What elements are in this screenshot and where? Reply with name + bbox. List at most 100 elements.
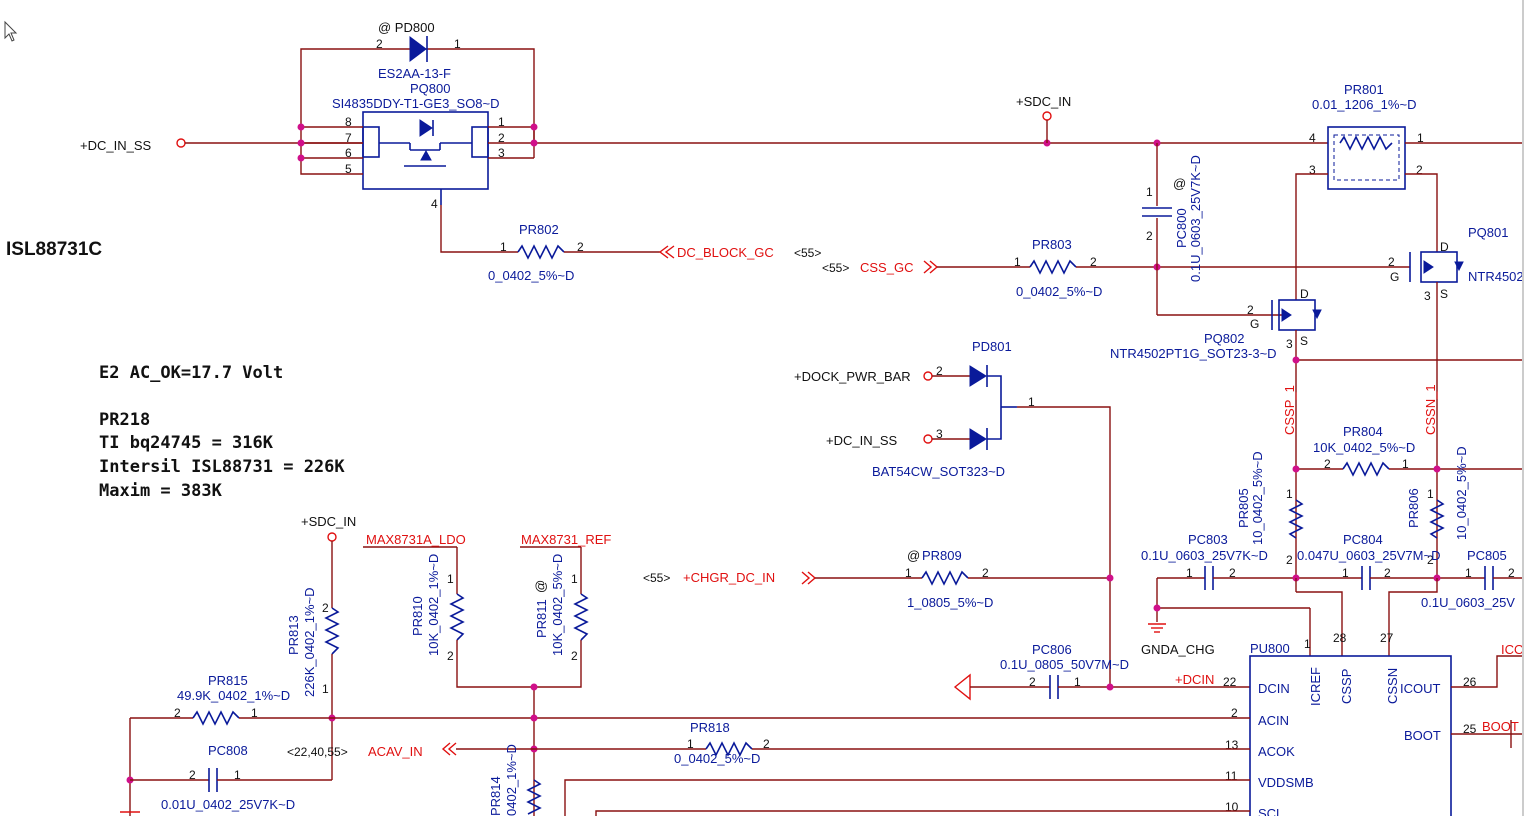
resistor-pr813-icon: [324, 607, 340, 655]
svg-text:2: 2: [1090, 255, 1097, 269]
svg-text:1: 1: [1186, 566, 1193, 580]
diode-pd801b-icon: [969, 428, 987, 450]
net-boot: BOOT: [1482, 719, 1519, 734]
svg-text:2: 2: [498, 131, 505, 145]
pq802-value: NTR4502PT1G_SOT23-3~D: [1110, 346, 1277, 361]
pd800-ref: @ PD800: [378, 20, 435, 35]
svg-text:3: 3: [498, 146, 505, 160]
pd801-ref: PD801: [972, 339, 1012, 354]
port-dc-in-ss2-icon: [923, 434, 933, 444]
ref-55-c: <55>: [643, 571, 670, 585]
pc808-value: 0.01U_0402_25V7K~D: [161, 797, 295, 812]
pr805-value: 10_0402_5%~D: [1250, 451, 1265, 545]
net-cssn: CSSN_1: [1423, 384, 1438, 435]
resistor-pr803-icon: [1029, 259, 1077, 275]
pc804-value: 0.047U_0603_25V7M~D: [1297, 548, 1440, 563]
svg-text:4: 4: [431, 197, 438, 211]
pr806-value: 10_0402_5%~D: [1454, 446, 1469, 540]
pin-cssp: CSSP: [1339, 669, 1354, 704]
pr814-ref: PR814: [488, 776, 503, 816]
svg-text:1: 1: [1342, 566, 1349, 580]
svg-text:2: 2: [1029, 675, 1036, 689]
pin-dcin: DCIN: [1258, 681, 1290, 696]
pr806-ref: PR806: [1406, 488, 1421, 528]
net-css-gc: CSS_GC: [860, 260, 913, 275]
pr811-ref: PR811: [534, 599, 549, 638]
svg-text:1: 1: [1304, 637, 1311, 651]
port-dock-pwr-icon: [923, 371, 933, 381]
net-gnda-chg: GNDA_CHG: [1141, 642, 1215, 657]
resistor-pr815-icon: [192, 710, 240, 726]
svg-text:2: 2: [1229, 566, 1236, 580]
note-intersil: Intersil ISL88731 = 226K: [99, 457, 345, 477]
diode-pd801a-icon: [969, 365, 987, 387]
svg-text:26: 26: [1463, 675, 1477, 689]
svg-text:2: 2: [189, 768, 196, 782]
svg-text:2: 2: [577, 240, 584, 254]
resistor-pr818-icon: [705, 741, 753, 757]
resistor-pr810-icon: [449, 593, 465, 641]
pc805-value: 0.1U_0603_25V: [1421, 595, 1515, 610]
pc803-ref: PC803: [1188, 532, 1228, 547]
svg-text:1: 1: [1014, 255, 1021, 269]
svg-text:7: 7: [345, 131, 352, 145]
svg-text:5: 5: [345, 162, 352, 176]
ic-pu800: [1249, 655, 1452, 816]
svg-text:1: 1: [251, 706, 258, 720]
net-dock-pwr-bar: +DOCK_PWR_BAR: [794, 369, 911, 384]
svg-text:1: 1: [447, 572, 454, 586]
pc806-value: 0.1U_0805_50V7M~D: [1000, 657, 1129, 672]
pin-vddsmb: VDDSMB: [1258, 775, 1314, 790]
pq800-value: SI4835DDY-T1-GE3_SO8~D: [332, 96, 500, 111]
svg-text:2: 2: [1508, 566, 1515, 580]
svg-text:2: 2: [1416, 163, 1423, 177]
svg-text:2: 2: [1247, 303, 1254, 317]
svg-text:27: 27: [1380, 631, 1394, 645]
svg-text:1: 1: [687, 737, 694, 751]
pr801-value: 0.01_1206_1%~D: [1312, 97, 1416, 112]
svg-text:1: 1: [1028, 395, 1035, 409]
svg-text:S: S: [1300, 334, 1308, 348]
pin-icref: ICREF: [1308, 667, 1323, 706]
offpage-dc-block-icon: [658, 245, 675, 259]
pr818-ref: PR818: [690, 720, 730, 735]
pd801-value: BAT54CW_SOT323~D: [872, 464, 1005, 479]
svg-text:G: G: [1390, 270, 1399, 284]
svg-text:11: 11: [1225, 769, 1238, 783]
ref-55-b: <55>: [822, 261, 849, 275]
pr818-value: 0_0402_5%~D: [674, 751, 760, 766]
resistor-pr801-icon: [1339, 135, 1393, 151]
net-dc-in-ss-2: +DC_IN_SS: [826, 433, 897, 448]
svg-text:8: 8: [345, 115, 352, 129]
pr813-ref: PR813: [286, 615, 301, 655]
net-ref: MAX8731_REF: [521, 532, 611, 547]
svg-text:D: D: [1440, 240, 1449, 254]
svg-text:6: 6: [345, 146, 352, 160]
pin-icout: ICOUT: [1400, 681, 1441, 696]
port-sdc-in-icon: [1042, 111, 1052, 121]
pr803-ref: PR803: [1032, 237, 1072, 252]
pr813-value: 226K_0402_1%~D: [302, 587, 317, 697]
pr801-body: [1327, 126, 1406, 190]
pq801-ref: PQ801: [1468, 225, 1508, 240]
svg-text:4: 4: [1309, 131, 1316, 145]
note-ti: TI bq24745 = 316K: [99, 433, 274, 453]
svg-text:2: 2: [1427, 553, 1434, 567]
svg-text:13: 13: [1225, 738, 1239, 752]
svg-text:D: D: [1300, 287, 1309, 301]
svg-text:2: 2: [1146, 229, 1153, 243]
svg-text:2: 2: [376, 37, 383, 51]
mosfet-pq800-icon: [379, 119, 472, 205]
svg-text:1: 1: [1427, 487, 1434, 501]
svg-text:1: 1: [1286, 487, 1293, 501]
mouse-cursor-icon: [4, 20, 18, 42]
pc800-ref: PC800: [1174, 208, 1189, 248]
net-chgr-dc-in: +CHGR_DC_IN: [683, 570, 775, 585]
pc805-ref: PC805: [1467, 548, 1507, 563]
pq800-ref: PQ800: [410, 81, 450, 96]
pc806-ref: PC806: [1032, 642, 1072, 657]
svg-text:3: 3: [1286, 337, 1293, 351]
pc808-ref: PC808: [208, 743, 248, 758]
net-cssp: CSSP_1: [1282, 385, 1297, 435]
svg-text:2: 2: [322, 601, 329, 615]
